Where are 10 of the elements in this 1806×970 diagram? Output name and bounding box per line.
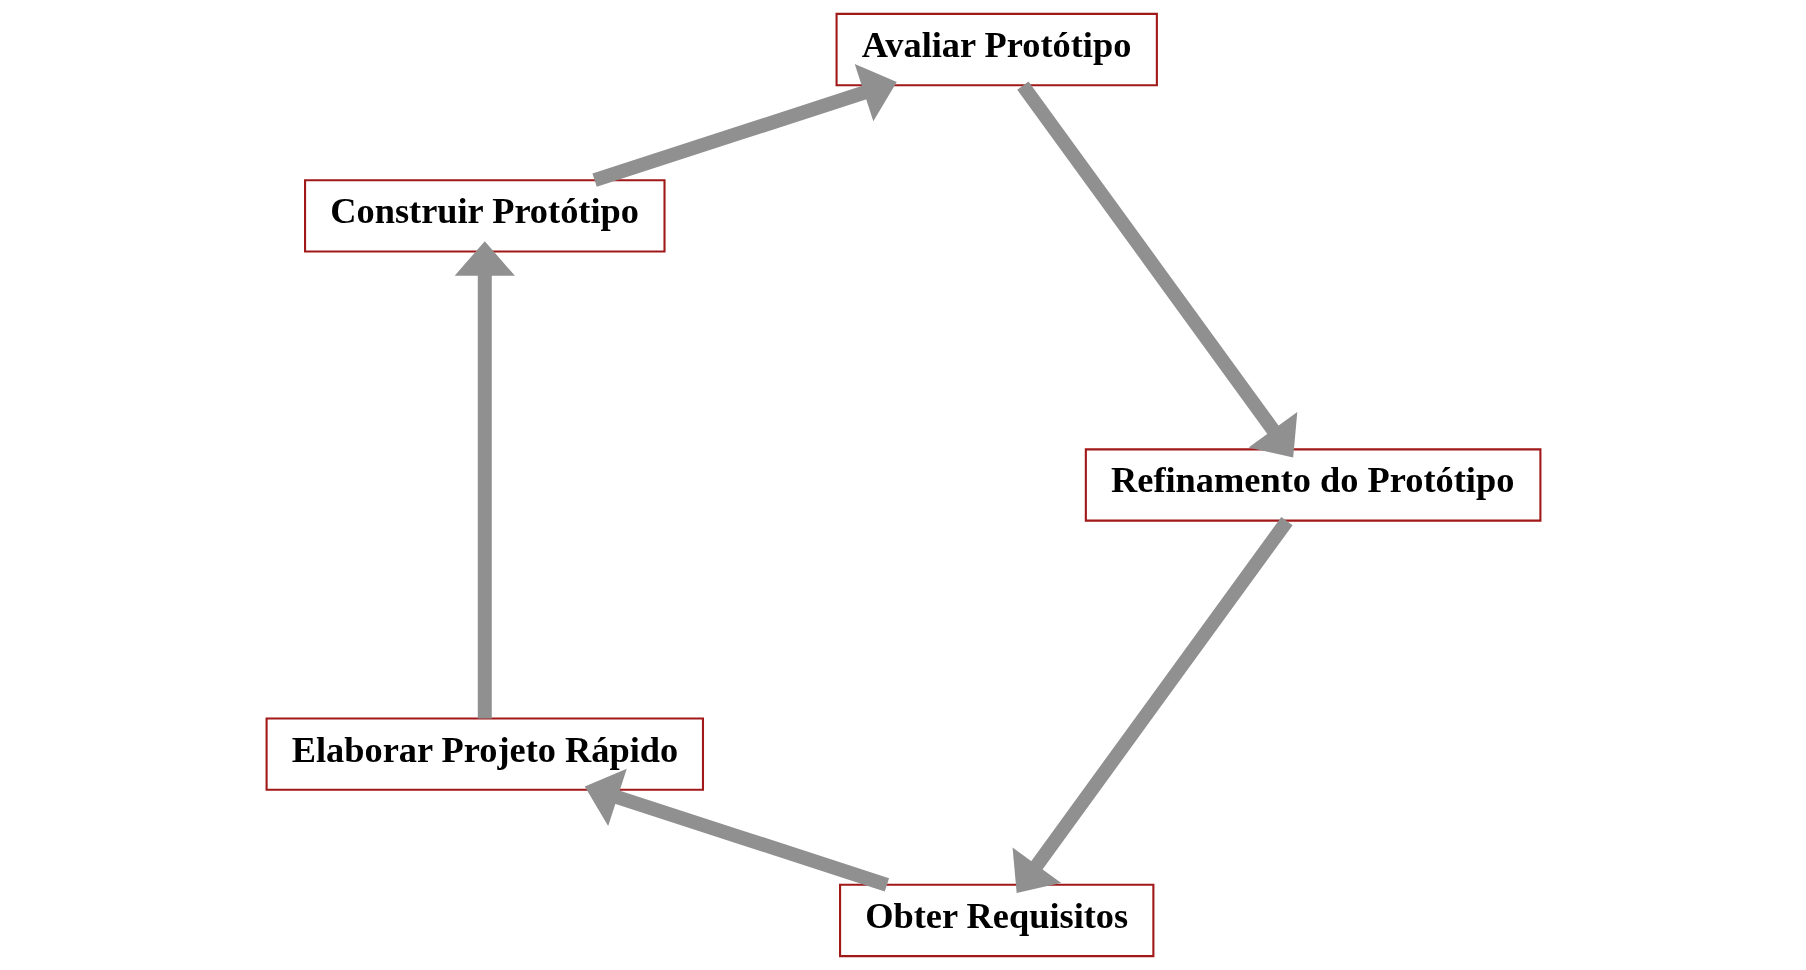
node-box: Avaliar Protótipo (835, 12, 1158, 87)
node-box: Construir Protótipo (303, 179, 666, 253)
node-box: Elaborar Projeto Rápido (265, 717, 704, 791)
node-box: Refinamento do Protótipo (1084, 448, 1541, 522)
arrow (454, 241, 515, 719)
arrow (584, 768, 889, 892)
arrow (1016, 81, 1297, 458)
arrow (591, 64, 897, 187)
arrow (1012, 516, 1293, 894)
node-box: Obter Requisitos (838, 883, 1154, 958)
